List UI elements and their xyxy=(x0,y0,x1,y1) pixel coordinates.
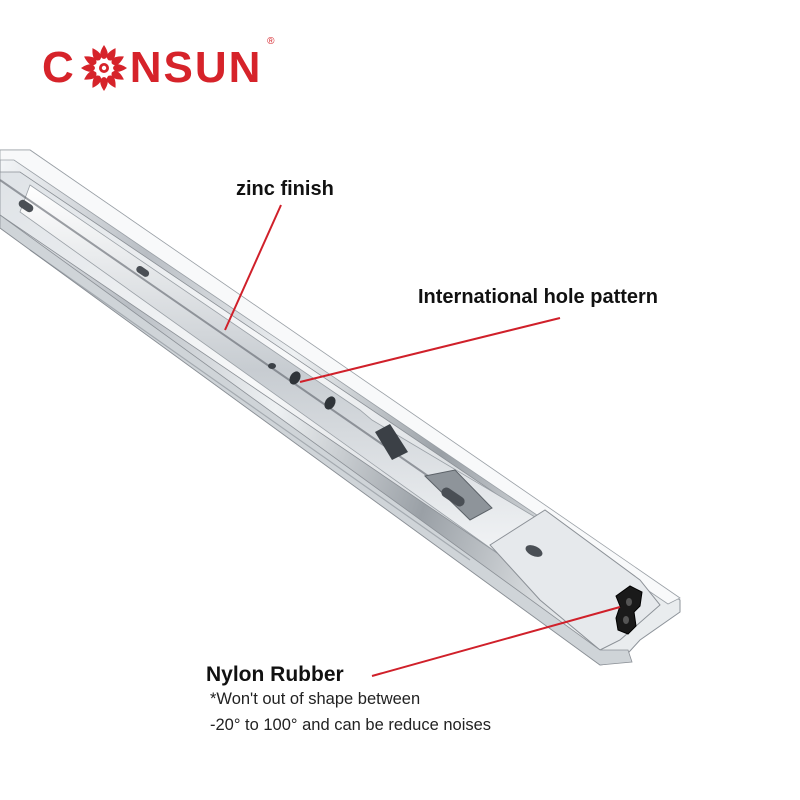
callout-hole-pattern: International hole pattern xyxy=(418,286,659,308)
hole xyxy=(324,396,336,410)
slot xyxy=(441,487,465,507)
drawer-slide xyxy=(0,149,681,666)
callout-zinc-finish: zinc finish xyxy=(236,178,334,200)
leader-nylon-rubber xyxy=(371,606,621,677)
consun-logo: C NSUN ® xyxy=(42,36,274,96)
hole xyxy=(268,363,276,369)
callout-nylon-rubber: Nylon Rubber xyxy=(206,663,344,686)
cutout xyxy=(375,424,408,460)
slot xyxy=(136,265,150,277)
logo-text-nsun: NSUN xyxy=(129,43,263,92)
slot xyxy=(18,199,34,213)
note-line-1: *Won't out of shape between xyxy=(210,690,421,708)
leader-lines xyxy=(224,204,621,677)
note-line-2: -20° to 100° and can be reduce noises xyxy=(210,716,492,734)
rail-top-lip xyxy=(0,149,681,605)
registered-mark: ® xyxy=(267,36,275,47)
leader-zinc-finish xyxy=(224,204,282,331)
nylon-rubber-stopper xyxy=(615,585,643,635)
logo-letter-c: C xyxy=(42,43,76,92)
hole xyxy=(289,371,301,385)
hole xyxy=(525,545,543,557)
leader-hole-pattern xyxy=(299,317,561,383)
rail-bottom-lip xyxy=(0,214,633,666)
sun-icon xyxy=(80,45,127,91)
